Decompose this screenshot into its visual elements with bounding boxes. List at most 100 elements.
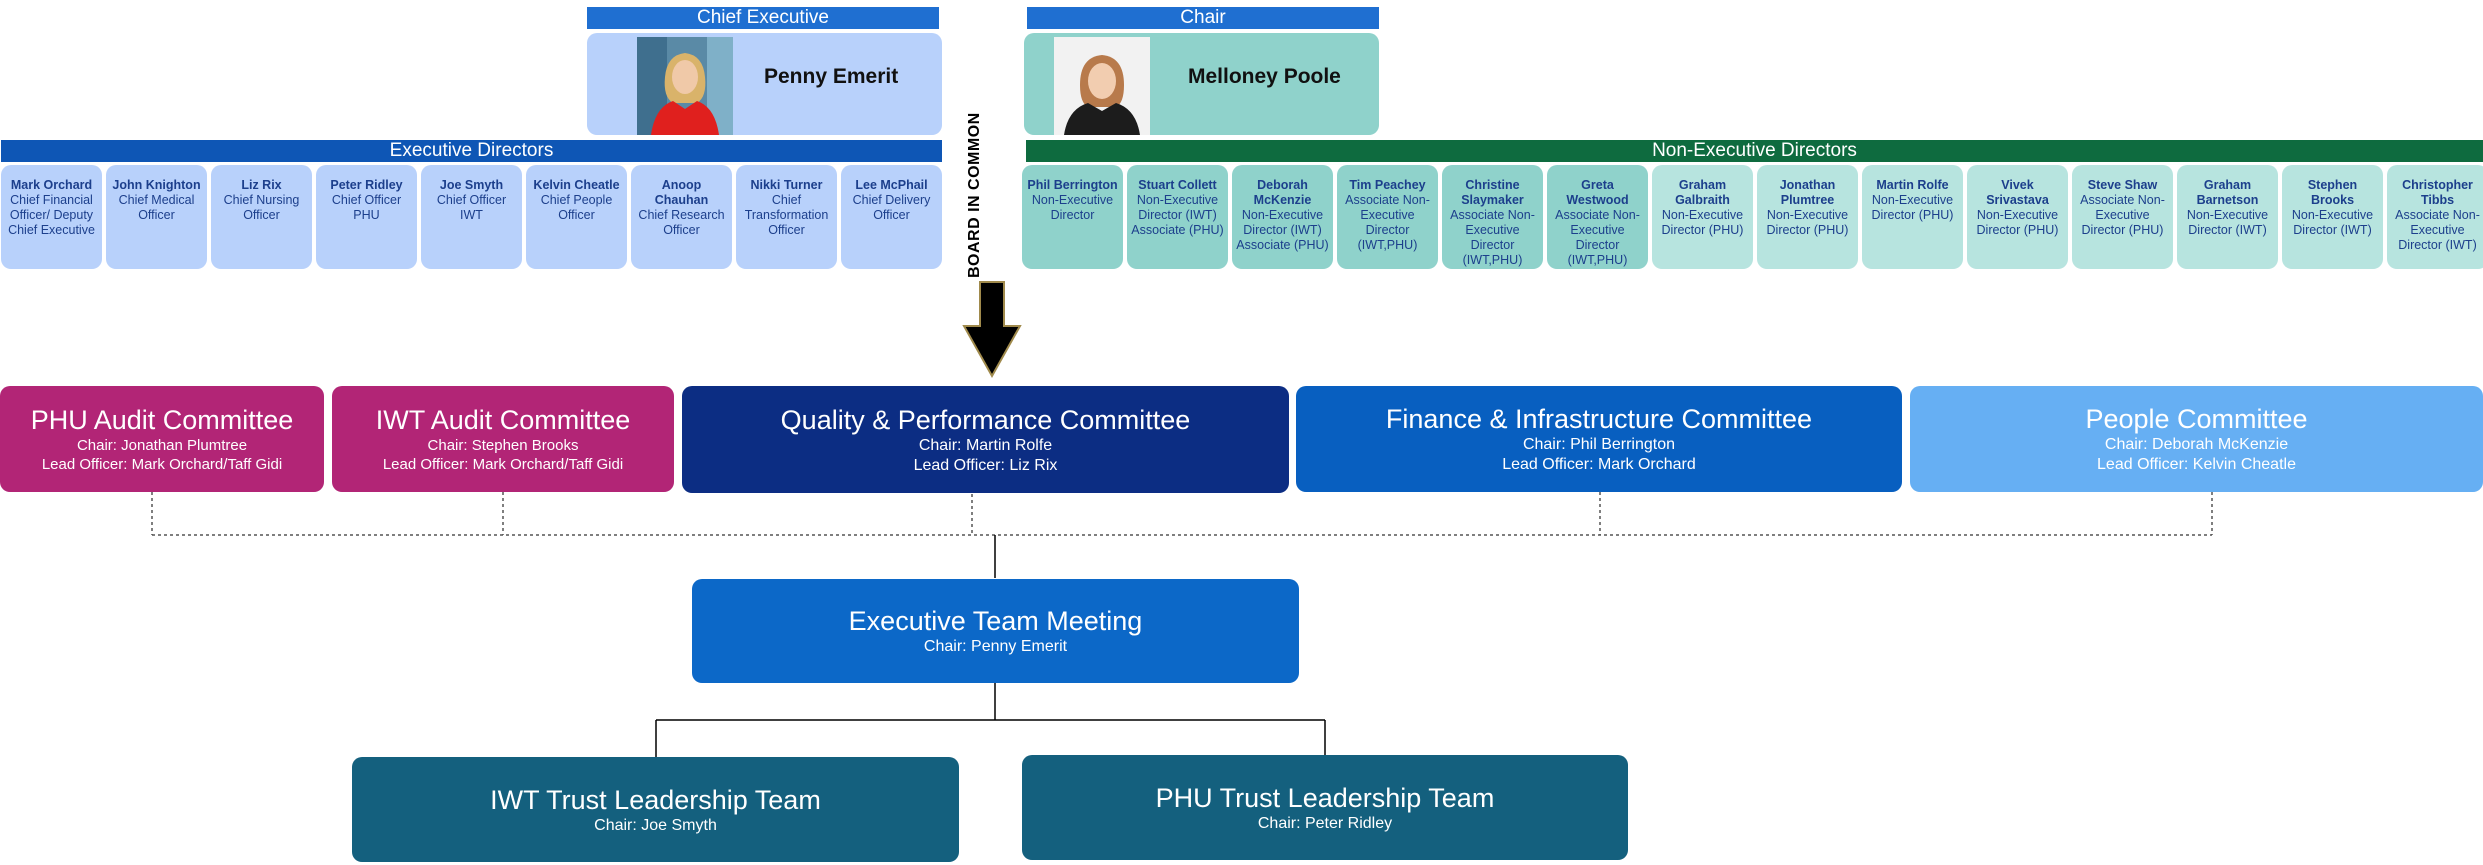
committee-lead: Lead Officer: Mark Orchard/Taff Gidi	[382, 456, 624, 473]
director-role: Associate Non-Executive Director (PHU)	[2080, 193, 2165, 237]
committee-chair: Chair: Jonathan Plumtree	[76, 437, 248, 454]
director-name: Lee McPhail	[855, 178, 928, 192]
committee-chair: Chair: Deborah McKenzie	[2104, 436, 2289, 453]
director-role: Chief Medical Officer	[118, 193, 195, 222]
board-arrow	[962, 281, 1022, 379]
director-role: Associate Non-Executive Director (IWT,PH…	[1450, 208, 1535, 267]
committee-phu-audit: PHU Audit Committee Chair: Jonathan Plum…	[0, 386, 324, 492]
committee-quality-performance: Quality & Performance Committee Chair: M…	[682, 386, 1289, 493]
committee-title: Finance & Infrastructure Committee	[1385, 404, 1813, 434]
committee-title: IWT Audit Committee	[375, 405, 631, 435]
director-name: Kelvin Cheatle	[533, 178, 620, 192]
committee-dotted-links	[151, 492, 2213, 536]
chair-header: Chair	[1027, 7, 1379, 29]
leadership-title: PHU Trust Leadership Team	[1155, 782, 1495, 813]
director-name: Jonathan Plumtree	[1779, 178, 1836, 207]
director-name: Graham Galbraith	[1675, 178, 1730, 207]
executive-directors-header: Executive Directors	[1, 140, 942, 162]
committee-chair: Chair: Stephen Brooks	[427, 437, 579, 454]
committee-title: Quality & Performance Committee	[780, 404, 1191, 435]
etm-title: Executive Team Meeting	[848, 606, 1143, 636]
leadership-chair: Chair: Joe Smyth	[594, 816, 717, 834]
director-name: Liz Rix	[241, 178, 282, 192]
director-name: Greta Westwood	[1566, 178, 1629, 207]
chief-executive-header: Chief Executive	[587, 7, 939, 29]
non-executive-directors-header: Non-Executive Directors	[1026, 140, 2483, 162]
chair-photo	[1054, 37, 1150, 135]
leadership-title: IWT Trust Leadership Team	[490, 784, 821, 815]
director-name: Steve Shaw	[2087, 178, 2158, 192]
director-role: Chief Nursing Officer	[223, 193, 300, 222]
director-role: Non-Executive Director (PHU)	[1976, 208, 2059, 237]
director-name: Anoop Chauhan	[654, 178, 709, 207]
director-name: Stephen Brooks	[2307, 178, 2358, 207]
director-role: Chief Financial Officer/ Deputy Chief Ex…	[8, 193, 95, 237]
committee-title: PHU Audit Committee	[30, 405, 294, 435]
director-name: Deborah McKenzie	[1253, 178, 1312, 207]
director-role: Chief Transformation Officer	[744, 193, 829, 237]
chair-name: Melloney Poole	[1188, 65, 1341, 88]
director-name: Vivek Srivastava	[1986, 178, 2049, 207]
director-role: Non-Executive Director (IWT)	[2186, 208, 2269, 237]
committee-chair: Chair: Martin Rolfe	[918, 436, 1053, 454]
director-name: Christine Slaymaker	[1461, 178, 1524, 207]
director-name: Tim Peachey	[1349, 178, 1426, 192]
director-role: Chief Research Officer	[638, 208, 725, 237]
committee-lead: Lead Officer: Kelvin Cheatle	[2097, 456, 2296, 473]
director-role: Chief Delivery Officer	[852, 193, 931, 222]
etm-chair: Chair: Penny Emerit	[923, 638, 1068, 655]
phu-trust-leadership-team: PHU Trust Leadership Team Chair: Peter R…	[1022, 755, 1628, 860]
director-role: Chief Officer IWT	[436, 193, 507, 222]
committee-people: People Committee Chair: Deborah McKenzie…	[1910, 386, 2483, 492]
director-name: Peter Ridley	[330, 178, 403, 192]
executive-team-meeting: Executive Team Meeting Chair: Penny Emer…	[692, 579, 1299, 683]
committee-title: People Committee	[2085, 404, 2308, 434]
director-role: Non-Executive Director (IWT) Associate (…	[1131, 193, 1224, 237]
director-role: Associate Non-Executive Director (IWT)	[2395, 208, 2480, 252]
director-name: Martin Rolfe	[1876, 178, 1949, 192]
director-name: Christopher Tibbs	[2402, 178, 2473, 207]
director-role: Chief Officer PHU	[331, 193, 402, 222]
director-name: John Knighton	[112, 178, 201, 192]
chief-executive-photo	[637, 37, 733, 135]
director-role: Non-Executive Director	[1031, 193, 1114, 222]
director-role: Non-Executive Director (PHU)	[1871, 193, 1954, 222]
director-name: Joe Smyth	[439, 178, 504, 192]
chief-executive-card: Penny Emerit	[587, 33, 942, 135]
director-role: Associate Non-Executive Director (IWT,PH…	[1555, 208, 1640, 267]
committee-lead: Lead Officer: Liz Rix	[913, 456, 1058, 474]
leadership-chair: Chair: Peter Ridley	[1257, 814, 1393, 832]
iwt-trust-leadership-team: IWT Trust Leadership Team Chair: Joe Smy…	[352, 757, 959, 862]
director-role: Non-Executive Director (PHU)	[1766, 208, 1849, 237]
director-role: Associate Non-Executive Director (IWT,PH…	[1345, 193, 1430, 252]
director-name: Mark Orchard	[10, 178, 93, 192]
director-role: Non-Executive Director (IWT) Associate (…	[1236, 208, 1329, 252]
director-name: Graham Barnetson	[2196, 178, 2259, 207]
director-name: Stuart Collett	[1138, 178, 1217, 192]
chief-executive-name: Penny Emerit	[764, 65, 899, 88]
leadership-links	[655, 683, 1326, 757]
committee-chair: Chair: Phil Berrington	[1522, 436, 1676, 453]
committee-finance-infrastructure: Finance & Infrastructure Committee Chair…	[1296, 386, 1902, 492]
director-role: Chief People Officer	[540, 193, 613, 222]
